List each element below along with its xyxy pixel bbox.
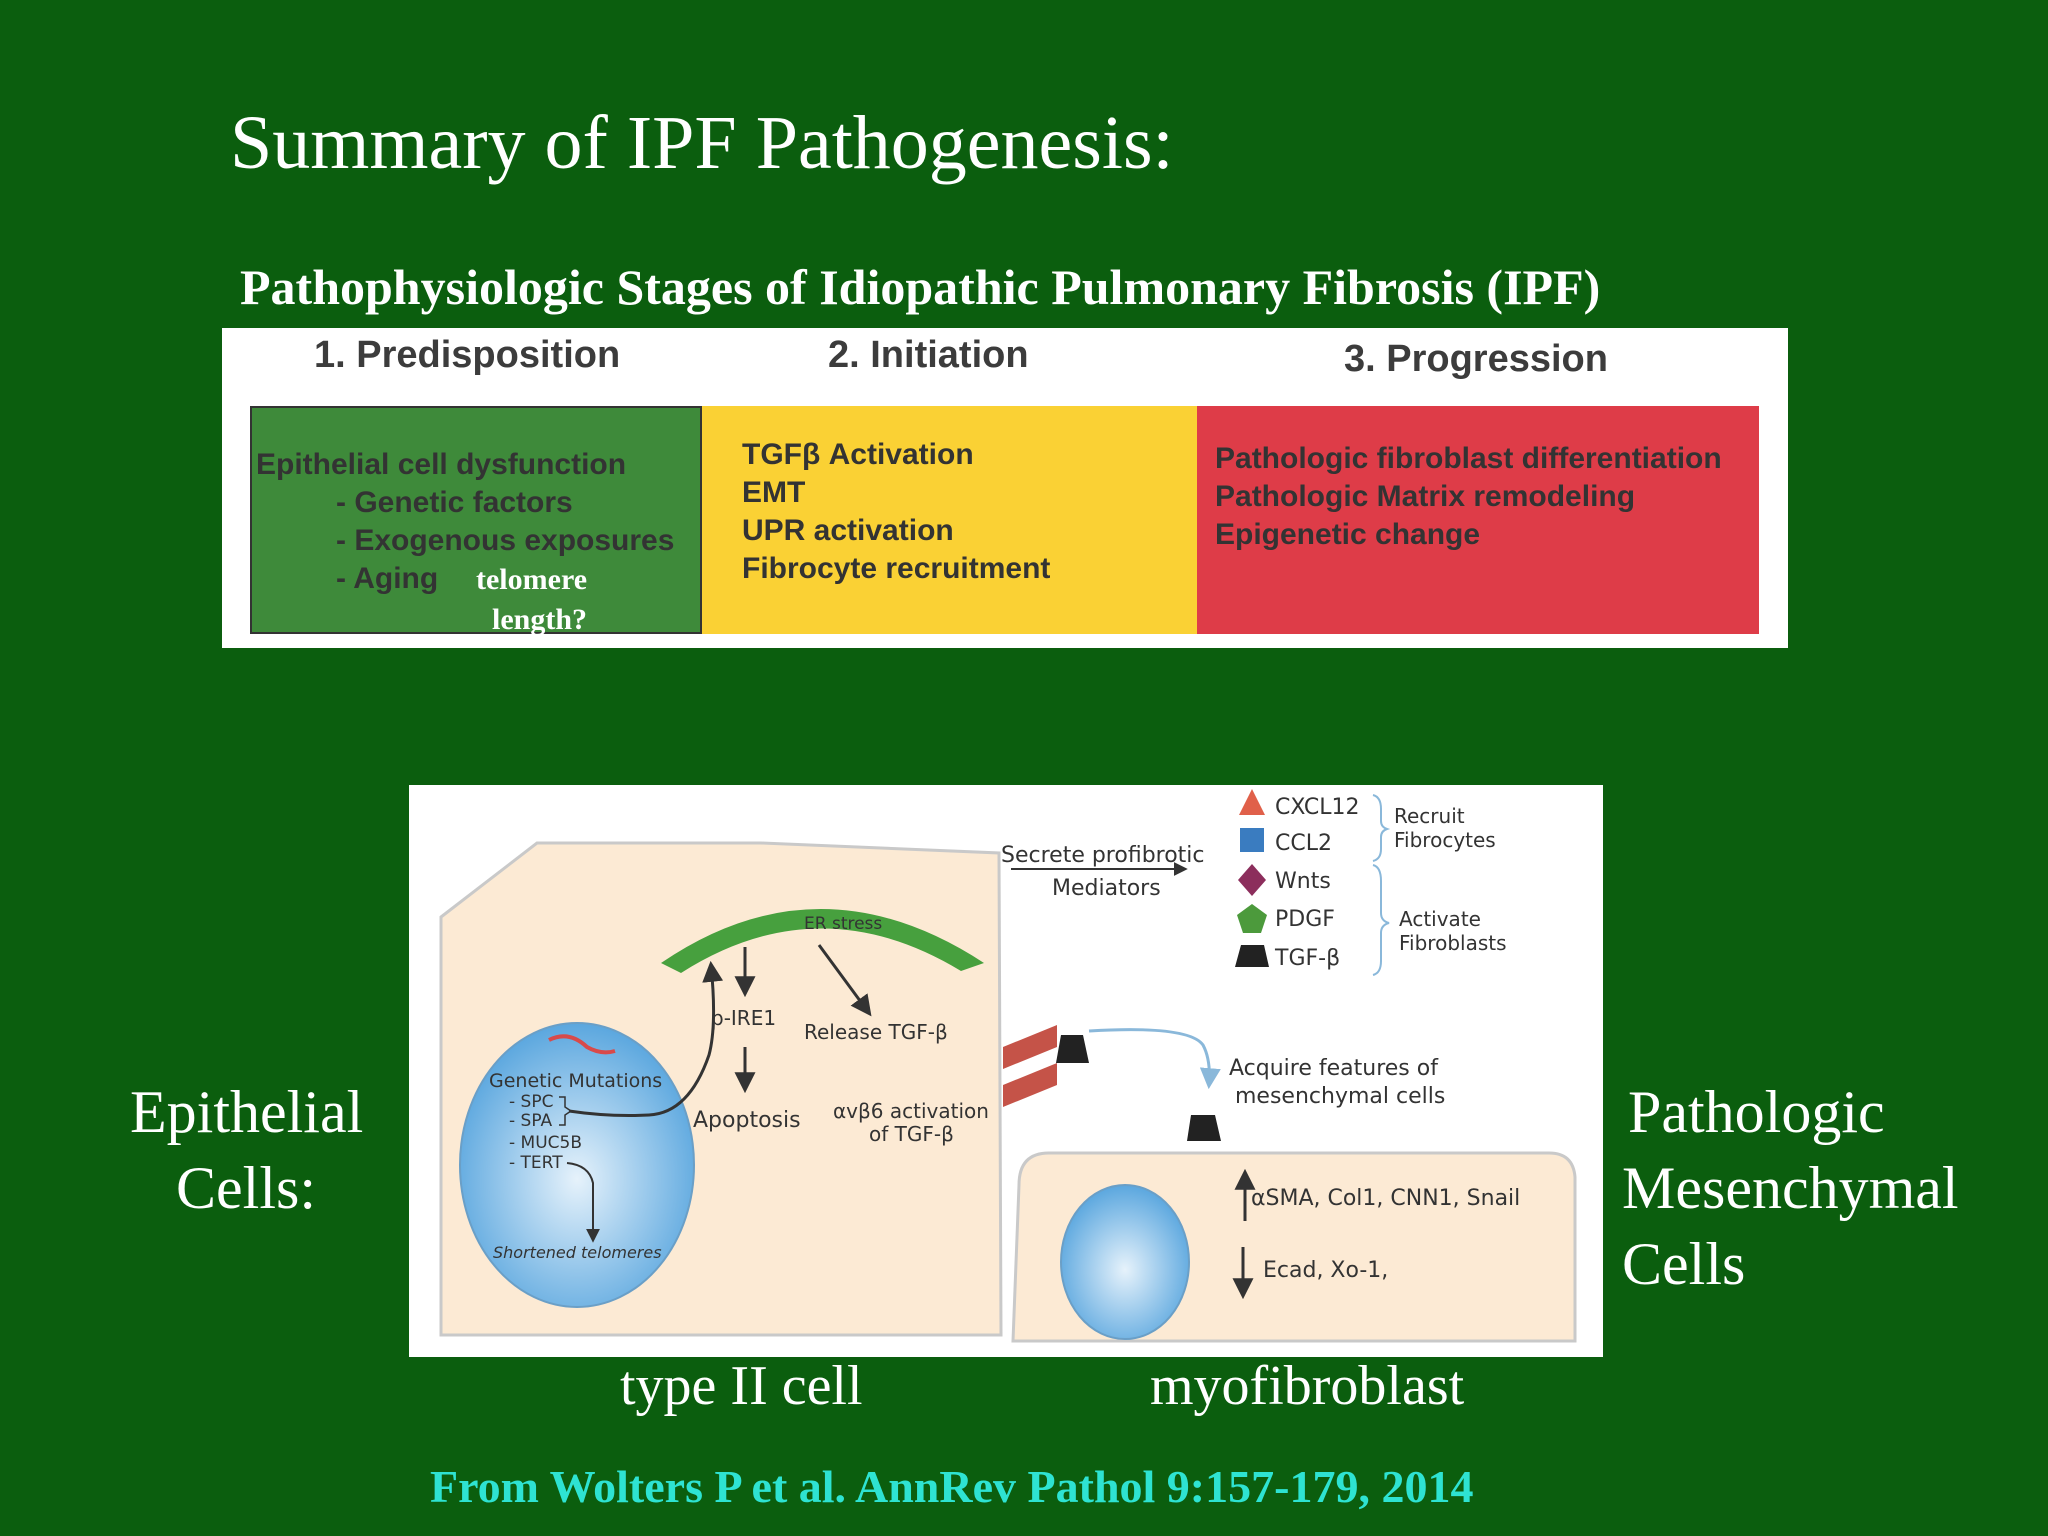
progression-item: Epigenetic change: [1215, 518, 1481, 551]
secrete-label-line1: Secrete profibrotic: [1001, 843, 1205, 868]
junction-band-icon: [1003, 1063, 1057, 1107]
transfer-arrow-icon: [1088, 1028, 1221, 1090]
mediator-label: CCL2: [1275, 831, 1332, 856]
mutation-item: - SPC: [509, 1092, 553, 1112]
activate-bracket-icon: [1372, 864, 1390, 976]
trapezoid-icon: [1187, 1115, 1221, 1141]
predisposition-item: Epithelial cell dysfunction: [256, 448, 627, 481]
activate-label-line2: Fibroblasts: [1399, 931, 1507, 955]
genetic-mutations-label: Genetic Mutations: [489, 1070, 662, 1092]
caption-myofibroblast: myofibroblast: [1150, 1355, 1465, 1417]
cell-diagram: ER stress Genetic Mutations - SPC - SPA …: [439, 789, 1577, 1343]
er-stress-icon: [661, 909, 984, 973]
junction-band-icon: [1003, 1025, 1057, 1069]
mutation-strand-icon: [548, 1034, 616, 1055]
down-markers-label: Ecad, Xo-1,: [1263, 1258, 1388, 1283]
trapezoid-icon: [1056, 1035, 1089, 1063]
predisposition-item: - Exogenous exposures: [336, 524, 675, 557]
acquire-label-line2: mesenchymal cells: [1235, 1084, 1445, 1109]
progression-item: Pathologic Matrix remodeling: [1215, 480, 1636, 513]
pathologic-mesenchymal-label: Pathologic Mesenchymal Cells: [1622, 1074, 1959, 1302]
stages-panel: 1. Predisposition 2. Initiation 3. Progr…: [222, 328, 1788, 648]
initiation-list: TGFβ Activation EMT UPR activation Fibro…: [742, 436, 1050, 588]
cell-diagram-panel: ER stress Genetic Mutations - SPC - SPA …: [409, 785, 1603, 1357]
pentagon-icon: [1237, 904, 1267, 933]
epithelial-label-line: Epithelial: [130, 1079, 364, 1145]
progression-item: Pathologic fibroblast differentiation: [1215, 442, 1722, 475]
predisposition-item: - Genetic factors: [336, 486, 573, 519]
caption-type-ii-cell: type II cell: [620, 1355, 863, 1417]
epithelial-cells-label: Epithelial Cells:: [130, 1074, 363, 1226]
triangle-icon: [1239, 789, 1265, 815]
up-markers-label: αSMA, Col1, CNN1, Snail: [1251, 1186, 1520, 1211]
mediator-label: TGF-β: [1274, 946, 1340, 971]
recruit-label-line1: Recruit: [1394, 804, 1465, 828]
slide-title: Summary of IPF Pathogenesis:: [230, 101, 1174, 185]
progression-list: Pathologic fibroblast differentiation Pa…: [1215, 440, 1722, 554]
mesenchymal-label-line: Mesenchymal: [1622, 1155, 1959, 1221]
secrete-label-line2: Mediators: [1052, 876, 1161, 901]
myofibroblast-nucleus-icon: [1060, 1184, 1190, 1340]
mesenchymal-label-line: Cells: [1622, 1231, 1746, 1297]
stage-box-initiation: TGFβ Activation EMT UPR activation Fibro…: [702, 406, 1197, 634]
mediator-label: CXCL12: [1275, 795, 1359, 820]
recruit-bracket-icon: [1372, 794, 1391, 862]
trapezoid-icon: [1235, 945, 1269, 967]
stage-label-progression: 3. Progression: [1344, 338, 1608, 380]
stage-box-predisposition: Epithelial cell dysfunction - Genetic fa…: [250, 406, 702, 636]
mediator-label: Wnts: [1275, 869, 1331, 894]
activate-label-line1: Activate: [1399, 907, 1481, 931]
stage-box-progression: Pathologic fibroblast differentiation Pa…: [1197, 406, 1759, 634]
citation: From Wolters P et al. AnnRev Pathol 9:15…: [430, 1461, 1474, 1512]
telomere-arrow-icon: [566, 1162, 600, 1243]
release-arrow-icon: [817, 944, 872, 1017]
er-stress-label: ER stress: [804, 914, 882, 934]
predisposition-list: Epithelial cell dysfunction - Genetic fa…: [256, 446, 674, 598]
acquire-label-line1: Acquire features of: [1229, 1056, 1439, 1081]
predisposition-item: - Aging: [336, 562, 439, 595]
er-arrow-icon: [568, 960, 724, 1117]
diamond-icon: [1238, 864, 1266, 896]
mutation-item: - MUC5B: [509, 1133, 582, 1153]
stage-label-predisposition: 1. Predisposition: [314, 334, 621, 376]
initiation-item: TGFβ Activation: [742, 438, 974, 471]
epithelial-label-line: Cells:: [176, 1155, 317, 1221]
mutation-item: - TERT: [509, 1153, 563, 1173]
release-tgf-label: Release TGF-β: [804, 1020, 948, 1044]
stages-heading: Pathophysiologic Stages of Idiopathic Pu…: [240, 259, 1601, 315]
avb6-label-line2: of TGF-β: [869, 1122, 954, 1146]
initiation-item: UPR activation: [742, 514, 954, 547]
recruit-label-line2: Fibrocytes: [1394, 828, 1496, 852]
square-icon: [1240, 828, 1264, 852]
avb6-label-line1: αvβ6 activation: [833, 1099, 989, 1123]
mediator-label: PDGF: [1275, 907, 1335, 932]
mesenchymal-label-line: Pathologic: [1628, 1079, 1885, 1145]
initiation-item: Fibrocyte recruitment: [742, 552, 1051, 585]
mutation-item: - SPA: [509, 1111, 552, 1131]
telomere-note-line2: length?: [492, 603, 588, 636]
shortened-telomeres-label: Shortened telomeres: [493, 1243, 662, 1262]
telomere-note-line1: telomere: [476, 563, 588, 596]
p-ire1-label: p-IRE1: [711, 1006, 776, 1030]
stage-label-initiation: 2. Initiation: [828, 334, 1029, 376]
initiation-item: EMT: [742, 476, 806, 509]
apoptosis-label: Apoptosis: [693, 1108, 801, 1133]
